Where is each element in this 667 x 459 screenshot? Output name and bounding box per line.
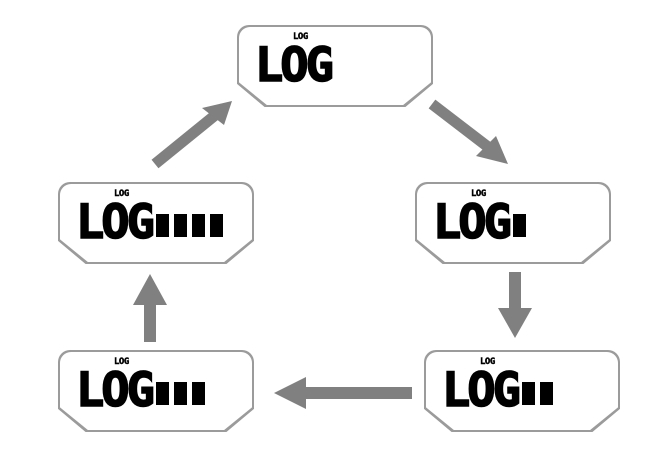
node-left-sublabel: LOG <box>114 189 130 199</box>
indicator-block <box>191 214 205 237</box>
node-left[interactable]: LOG LOG <box>58 182 254 264</box>
node-left-main-row: LOG <box>75 195 223 250</box>
indicator-block <box>173 382 187 405</box>
node-right-main-row: LOG <box>432 195 526 250</box>
node-top-main-row: LOG <box>254 38 335 93</box>
arrow-right-to-bottom-right-icon <box>495 272 535 342</box>
node-bottom-right-title: LOG <box>441 363 521 418</box>
node-bottom-left-blocks <box>155 382 205 405</box>
node-right-title: LOG <box>432 195 512 250</box>
node-bottom-right-blocks <box>521 382 553 405</box>
arrow-bottom-left-to-left-icon <box>130 272 170 342</box>
indicator-block <box>155 382 169 405</box>
node-bottom-left-sublabel: LOG <box>114 357 130 367</box>
node-bottom-left[interactable]: LOG LOG <box>58 350 254 432</box>
node-top-title: LOG <box>254 38 334 93</box>
node-bottom-left-title: LOG <box>75 363 155 418</box>
node-left-blocks <box>155 214 223 237</box>
node-bottom-left-content: LOG LOG <box>58 350 254 432</box>
node-top[interactable]: LOG LOG <box>237 25 433 107</box>
arrow-left-to-top-icon <box>150 98 240 170</box>
arrow-bottom-right-to-bottom-left-icon <box>272 375 412 411</box>
node-right-blocks <box>512 214 526 237</box>
node-left-title: LOG <box>75 195 155 250</box>
indicator-block <box>155 214 169 237</box>
indicator-block <box>173 214 187 237</box>
node-bottom-left-main-row: LOG <box>75 363 205 418</box>
node-left-content: LOG LOG <box>58 182 254 264</box>
node-bottom-right-content: LOG LOG <box>424 350 620 432</box>
node-right-content: LOG LOG <box>415 182 611 264</box>
node-bottom-right-sublabel: LOG <box>480 357 496 367</box>
node-top-sublabel: LOG <box>293 32 309 42</box>
node-bottom-right[interactable]: LOG LOG <box>424 350 620 432</box>
indicator-block <box>512 214 526 237</box>
indicator-block <box>521 382 535 405</box>
indicator-block <box>209 214 223 237</box>
node-top-fill <box>239 27 431 105</box>
node-top-content: LOG LOG <box>237 25 433 107</box>
node-bottom-right-main-row: LOG <box>441 363 553 418</box>
arrow-top-to-right-icon <box>426 98 518 170</box>
node-right-sublabel: LOG <box>471 189 487 199</box>
node-right[interactable]: LOG LOG <box>415 182 611 264</box>
indicator-block <box>191 382 205 405</box>
indicator-block <box>539 382 553 405</box>
